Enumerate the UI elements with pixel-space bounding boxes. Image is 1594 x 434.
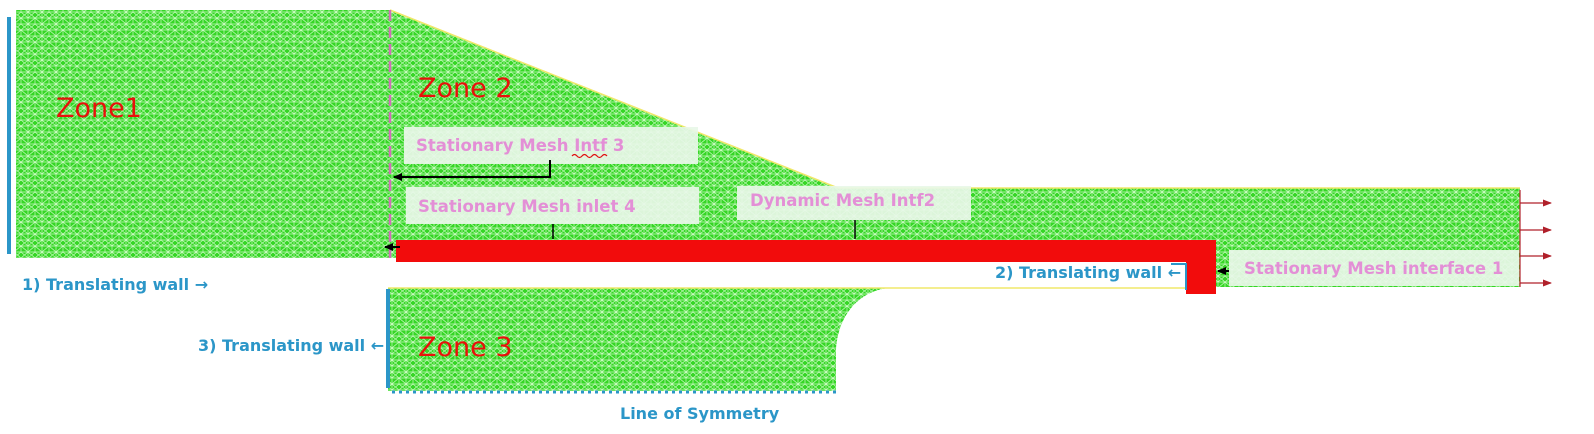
spell-squiggle [571,153,608,159]
callout-interface1-label: Stationary Mesh interface 1 [1244,259,1503,278]
translating-wall-1-label: 1) Translating wall → [22,275,208,294]
callout-inlet4-label: Stationary Mesh inlet 4 [418,197,636,216]
line-of-symmetry-label: Line of Symmetry [620,404,780,423]
zone3-label: Zone 3 [418,332,513,363]
translating-wall-3-label: 3) Translating wall ← [198,336,384,355]
callout-box-intf2 [737,186,971,220]
translating-wall-2-line [1171,263,1187,290]
callout-intf3-label: Stationary Mesh Intf 3 [416,136,624,155]
zone1-label: Zone1 [56,93,142,124]
callout-box-inlet4 [406,187,699,224]
zone2-label: Zone 2 [418,73,513,104]
callout-intf2-label: Dynamic Mesh Intf2 [750,191,935,210]
callout-box-intf3 [404,127,698,164]
leader-intf3 [393,160,551,181]
moving-wall [396,240,1216,294]
translating-wall-2-label: 2) Translating wall ← [995,263,1181,282]
zone3-mesh [388,288,888,391]
zone1-mesh [16,10,390,258]
callout-box-interface1 [1229,250,1519,286]
